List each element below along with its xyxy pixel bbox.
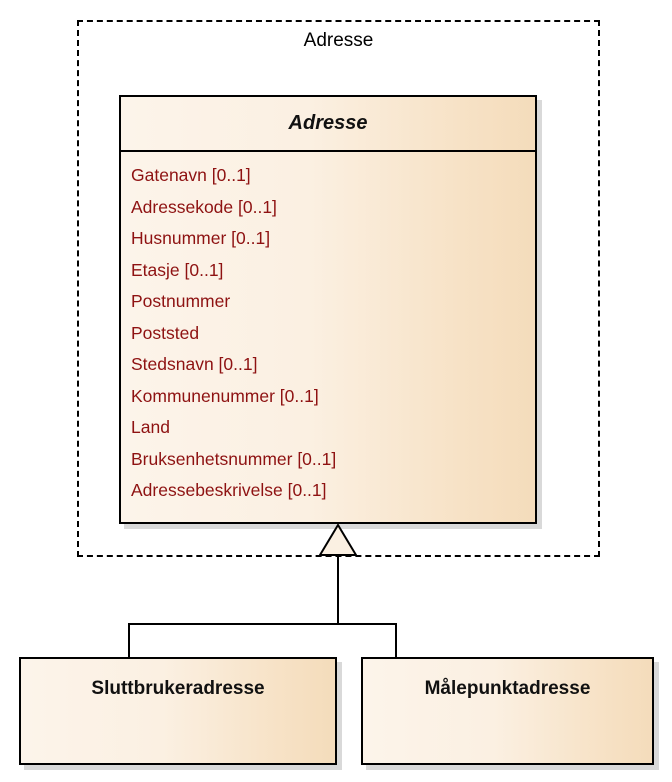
class-box-malepunktadresse[interactable]: Målepunktadresse	[361, 657, 654, 765]
class-attribute-list: Gatenavn [0..1] Adressekode [0..1] Husnu…	[121, 152, 535, 507]
class-name-label: Adresse	[288, 112, 368, 134]
class-box-sluttbrukeradresse[interactable]: Sluttbrukeradresse	[19, 657, 337, 765]
attribute-row: Etasje [0..1]	[131, 259, 224, 280]
attribute-row: Poststed	[131, 322, 200, 343]
generalization-triangle-icon	[319, 524, 357, 556]
attribute-row: Husnummer [0..1]	[131, 228, 271, 248]
subclass-name-label: Sluttbrukeradresse	[91, 678, 265, 699]
connector-vertical-trunk	[337, 556, 339, 625]
connector-vertical-left	[128, 623, 130, 658]
attribute-row: Adressekode [0..1]	[131, 196, 277, 217]
package-title: Adresse	[303, 30, 374, 51]
attribute-row: Kommunenummer [0..1]	[131, 385, 319, 406]
attribute-row: Land	[131, 417, 170, 437]
connector-horizontal-bar	[128, 623, 397, 625]
class-header: Adresse	[121, 97, 535, 152]
connector-vertical-right	[395, 623, 397, 658]
attribute-row: Postnummer	[131, 291, 231, 311]
class-box-adresse[interactable]: Adresse Gatenavn [0..1] Adressekode [0..…	[119, 95, 537, 524]
attribute-row: Stedsnavn [0..1]	[131, 354, 258, 374]
attribute-row: Gatenavn [0..1]	[131, 165, 251, 185]
attribute-row: Adressebeskrivelse [0..1]	[131, 480, 327, 500]
attribute-row: Bruksenhetsnummer [0..1]	[131, 448, 337, 469]
subclass-name-label: Målepunktadresse	[424, 678, 591, 699]
